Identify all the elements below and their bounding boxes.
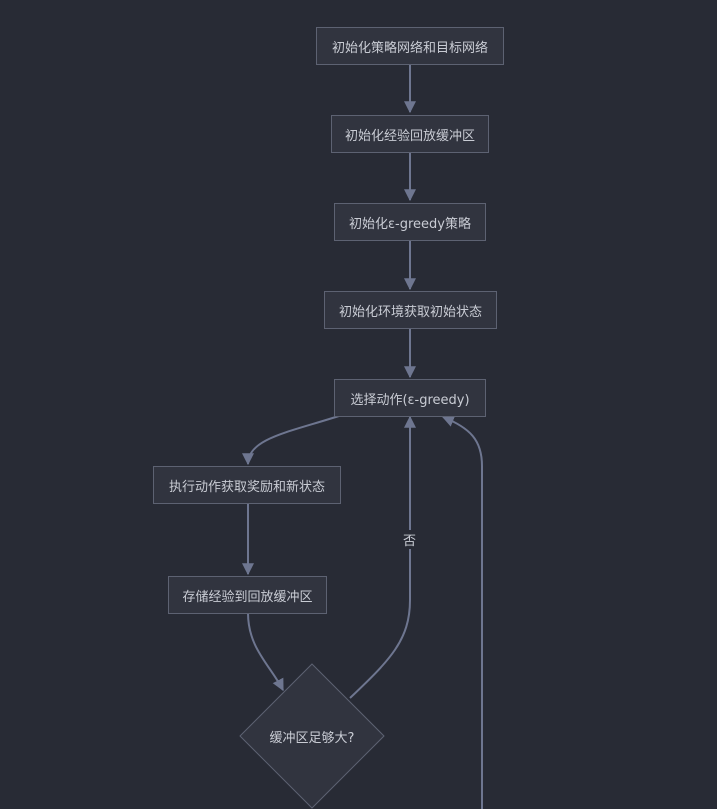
buffer-check-diamond bbox=[239, 663, 385, 809]
node-buffer-check-label: 缓冲区足够大? bbox=[269, 731, 355, 746]
node-init-env: 初始化环境获取初始状态 bbox=[324, 291, 497, 329]
edge-label-no: 否 bbox=[401, 530, 419, 549]
node-init-networks: 初始化策略网络和目标网络 bbox=[316, 27, 504, 65]
node-select-action: 选择动作(ε-greedy) bbox=[334, 379, 486, 417]
edge-loop-back-to-select bbox=[441, 415, 483, 809]
edge-store-to-check bbox=[247, 612, 284, 692]
node-store-experience: 存储经验到回放缓冲区 bbox=[168, 576, 327, 614]
node-execute-action: 执行动作获取奖励和新状态 bbox=[153, 466, 341, 504]
edge-check-no-to-select bbox=[349, 415, 416, 699]
edge-select-to-execute bbox=[242, 414, 343, 466]
node-init-policy: 初始化ε-greedy策略 bbox=[334, 203, 486, 241]
node-init-buffer: 初始化经验回放缓冲区 bbox=[331, 115, 489, 153]
